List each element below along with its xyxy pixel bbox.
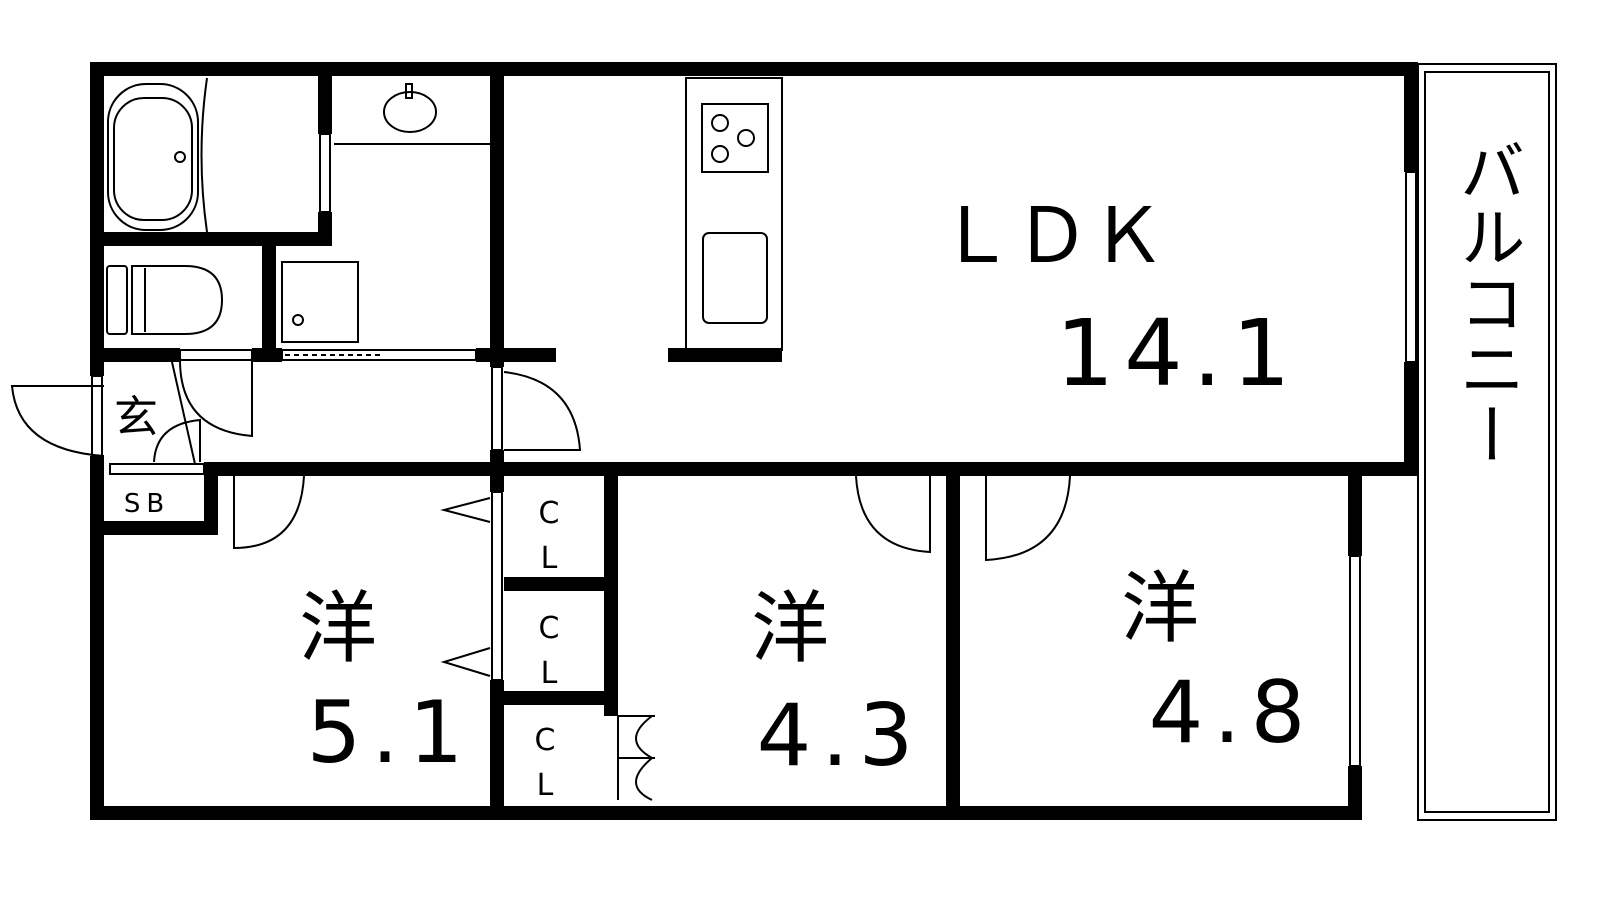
- closet3-c: C: [535, 723, 556, 758]
- western2-size: 4.3: [757, 686, 924, 786]
- balcony-label: バルコニー: [1449, 137, 1526, 467]
- bathtub: [107, 77, 208, 233]
- western3-label: 洋: [1121, 564, 1199, 654]
- closet3-l: L: [537, 768, 554, 803]
- western2-label: 洋: [751, 584, 829, 674]
- toilet: [106, 265, 224, 335]
- ldk-label: ＬＤＫ: [938, 191, 1166, 280]
- western1-label: 洋: [299, 584, 377, 674]
- western3-size: 4.8: [1149, 663, 1316, 763]
- closet2-l: L: [541, 656, 558, 691]
- walls: [90, 62, 1418, 820]
- closet1-l: L: [541, 541, 558, 576]
- closet2-c: C: [539, 611, 560, 646]
- closet1-c: C: [539, 496, 560, 531]
- kitchen-counter: [685, 77, 783, 351]
- washing-machine-pan: [281, 261, 359, 343]
- washbasin: [334, 83, 490, 145]
- ldk-size: 14.1: [1056, 300, 1301, 407]
- western1-size: 5.1: [307, 683, 474, 783]
- shoe-box-label: SB: [124, 489, 170, 519]
- entrance-label: 玄: [114, 392, 158, 443]
- doors: [10, 349, 1071, 801]
- windows: [319, 133, 1417, 767]
